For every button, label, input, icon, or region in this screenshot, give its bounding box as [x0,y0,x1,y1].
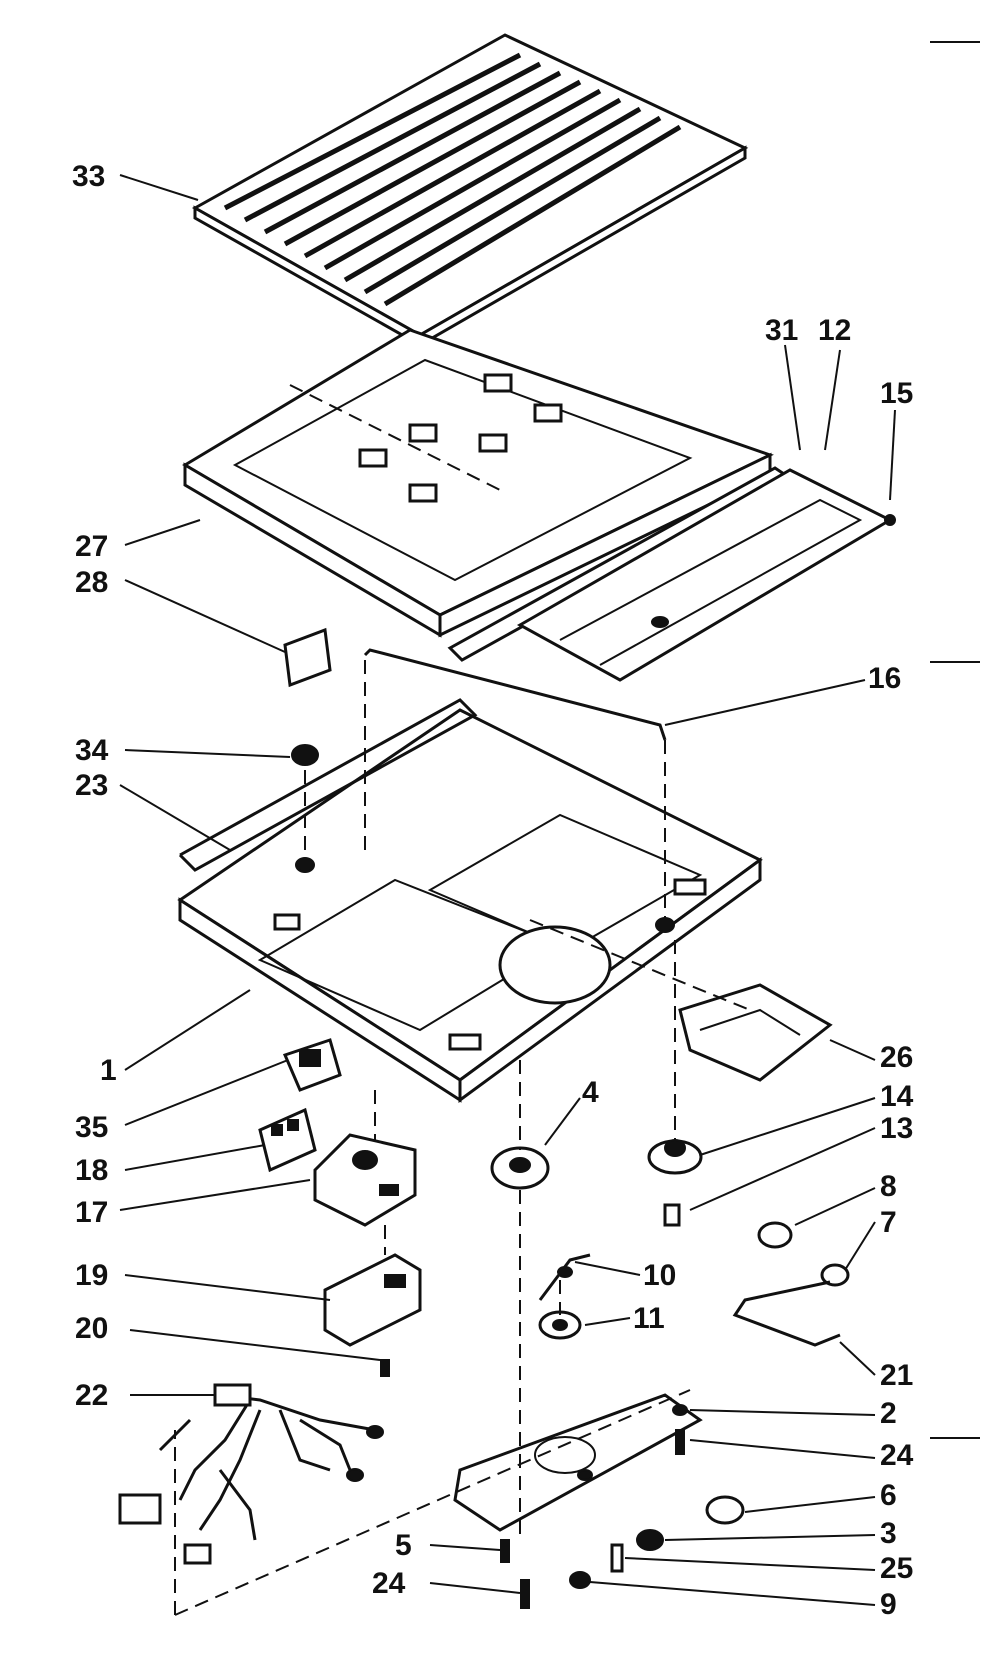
callout-15: 15 [880,377,913,410]
leader-lines [119,174,896,1606]
part-23-base-pan [177,698,763,1103]
callout-7: 7 [880,1206,897,1239]
part-9-cap [569,1571,591,1589]
callout-11: 11 [633,1302,665,1335]
callout-33: 33 [72,160,105,193]
part-6-foot [705,1495,745,1525]
part-34-grommet [291,744,319,766]
callout-24-right: 24 [880,1439,914,1472]
part-16-wire [363,648,667,741]
assembly-lines [174,384,751,1616]
callout-35: 35 [75,1111,108,1144]
callout-3: 3 [880,1517,897,1550]
callout-20: 20 [75,1312,108,1345]
part-12-channel-rail [516,468,896,682]
part-33-top-grille [191,33,749,348]
part-24-screw-a [675,1429,685,1455]
callout-24-left: 24 [372,1567,406,1600]
callout-10: 10 [643,1259,676,1292]
part-21-wire [732,1280,841,1347]
part-7-washer [820,1263,850,1287]
part-5-screw [500,1539,510,1563]
callout-18: 18 [75,1154,108,1187]
part-20-screw [380,1359,390,1377]
callout-17: 17 [75,1196,108,1229]
callout-16: 16 [868,662,901,695]
part-13-screw [663,1203,681,1227]
callout-25: 25 [880,1552,913,1585]
part-26-flap [678,983,833,1082]
callout-12: 12 [818,314,851,347]
callout-5: 5 [395,1529,412,1562]
part-28-block [283,627,332,688]
part-8-lug [757,1221,793,1249]
callout-13: 13 [880,1112,913,1145]
part-18-connector [258,1107,317,1173]
part-11-nut [538,1310,582,1340]
callout-23: 23 [75,769,108,802]
part-25-screw [610,1543,624,1573]
part-24-screw-b [520,1579,530,1609]
callout-1: 1 [100,1054,117,1087]
callout-31: 31 [765,314,798,347]
callout-28: 28 [75,566,108,599]
part-2-bottom-plate [453,1393,703,1532]
callout-8: 8 [880,1170,897,1203]
callout-9: 9 [880,1588,897,1621]
part-19-bracket [323,1253,422,1347]
callout-21: 21 [880,1359,913,1392]
callout-26: 26 [880,1041,913,1074]
margin-marks [930,41,980,1439]
callout-19: 19 [75,1259,108,1292]
part-35-clip [282,1038,342,1092]
callout-14: 14 [880,1080,914,1113]
callout-6: 6 [880,1479,897,1512]
callout-4: 4 [582,1076,599,1109]
part-3-foot [636,1529,664,1551]
callout-34: 34 [75,734,109,767]
callout-22: 22 [75,1379,108,1412]
callout-2: 2 [880,1397,897,1430]
part-17-control-housing [313,1133,417,1227]
part-27-upper-cover [182,328,774,638]
callout-labels: 33 27 28 34 23 1 35 18 17 19 20 22 31 12… [72,160,914,1621]
part-10-lever [538,1253,591,1301]
part-22-wire-harness [118,1383,384,1565]
part-4-knob [490,1146,550,1190]
callout-27: 27 [75,530,108,563]
